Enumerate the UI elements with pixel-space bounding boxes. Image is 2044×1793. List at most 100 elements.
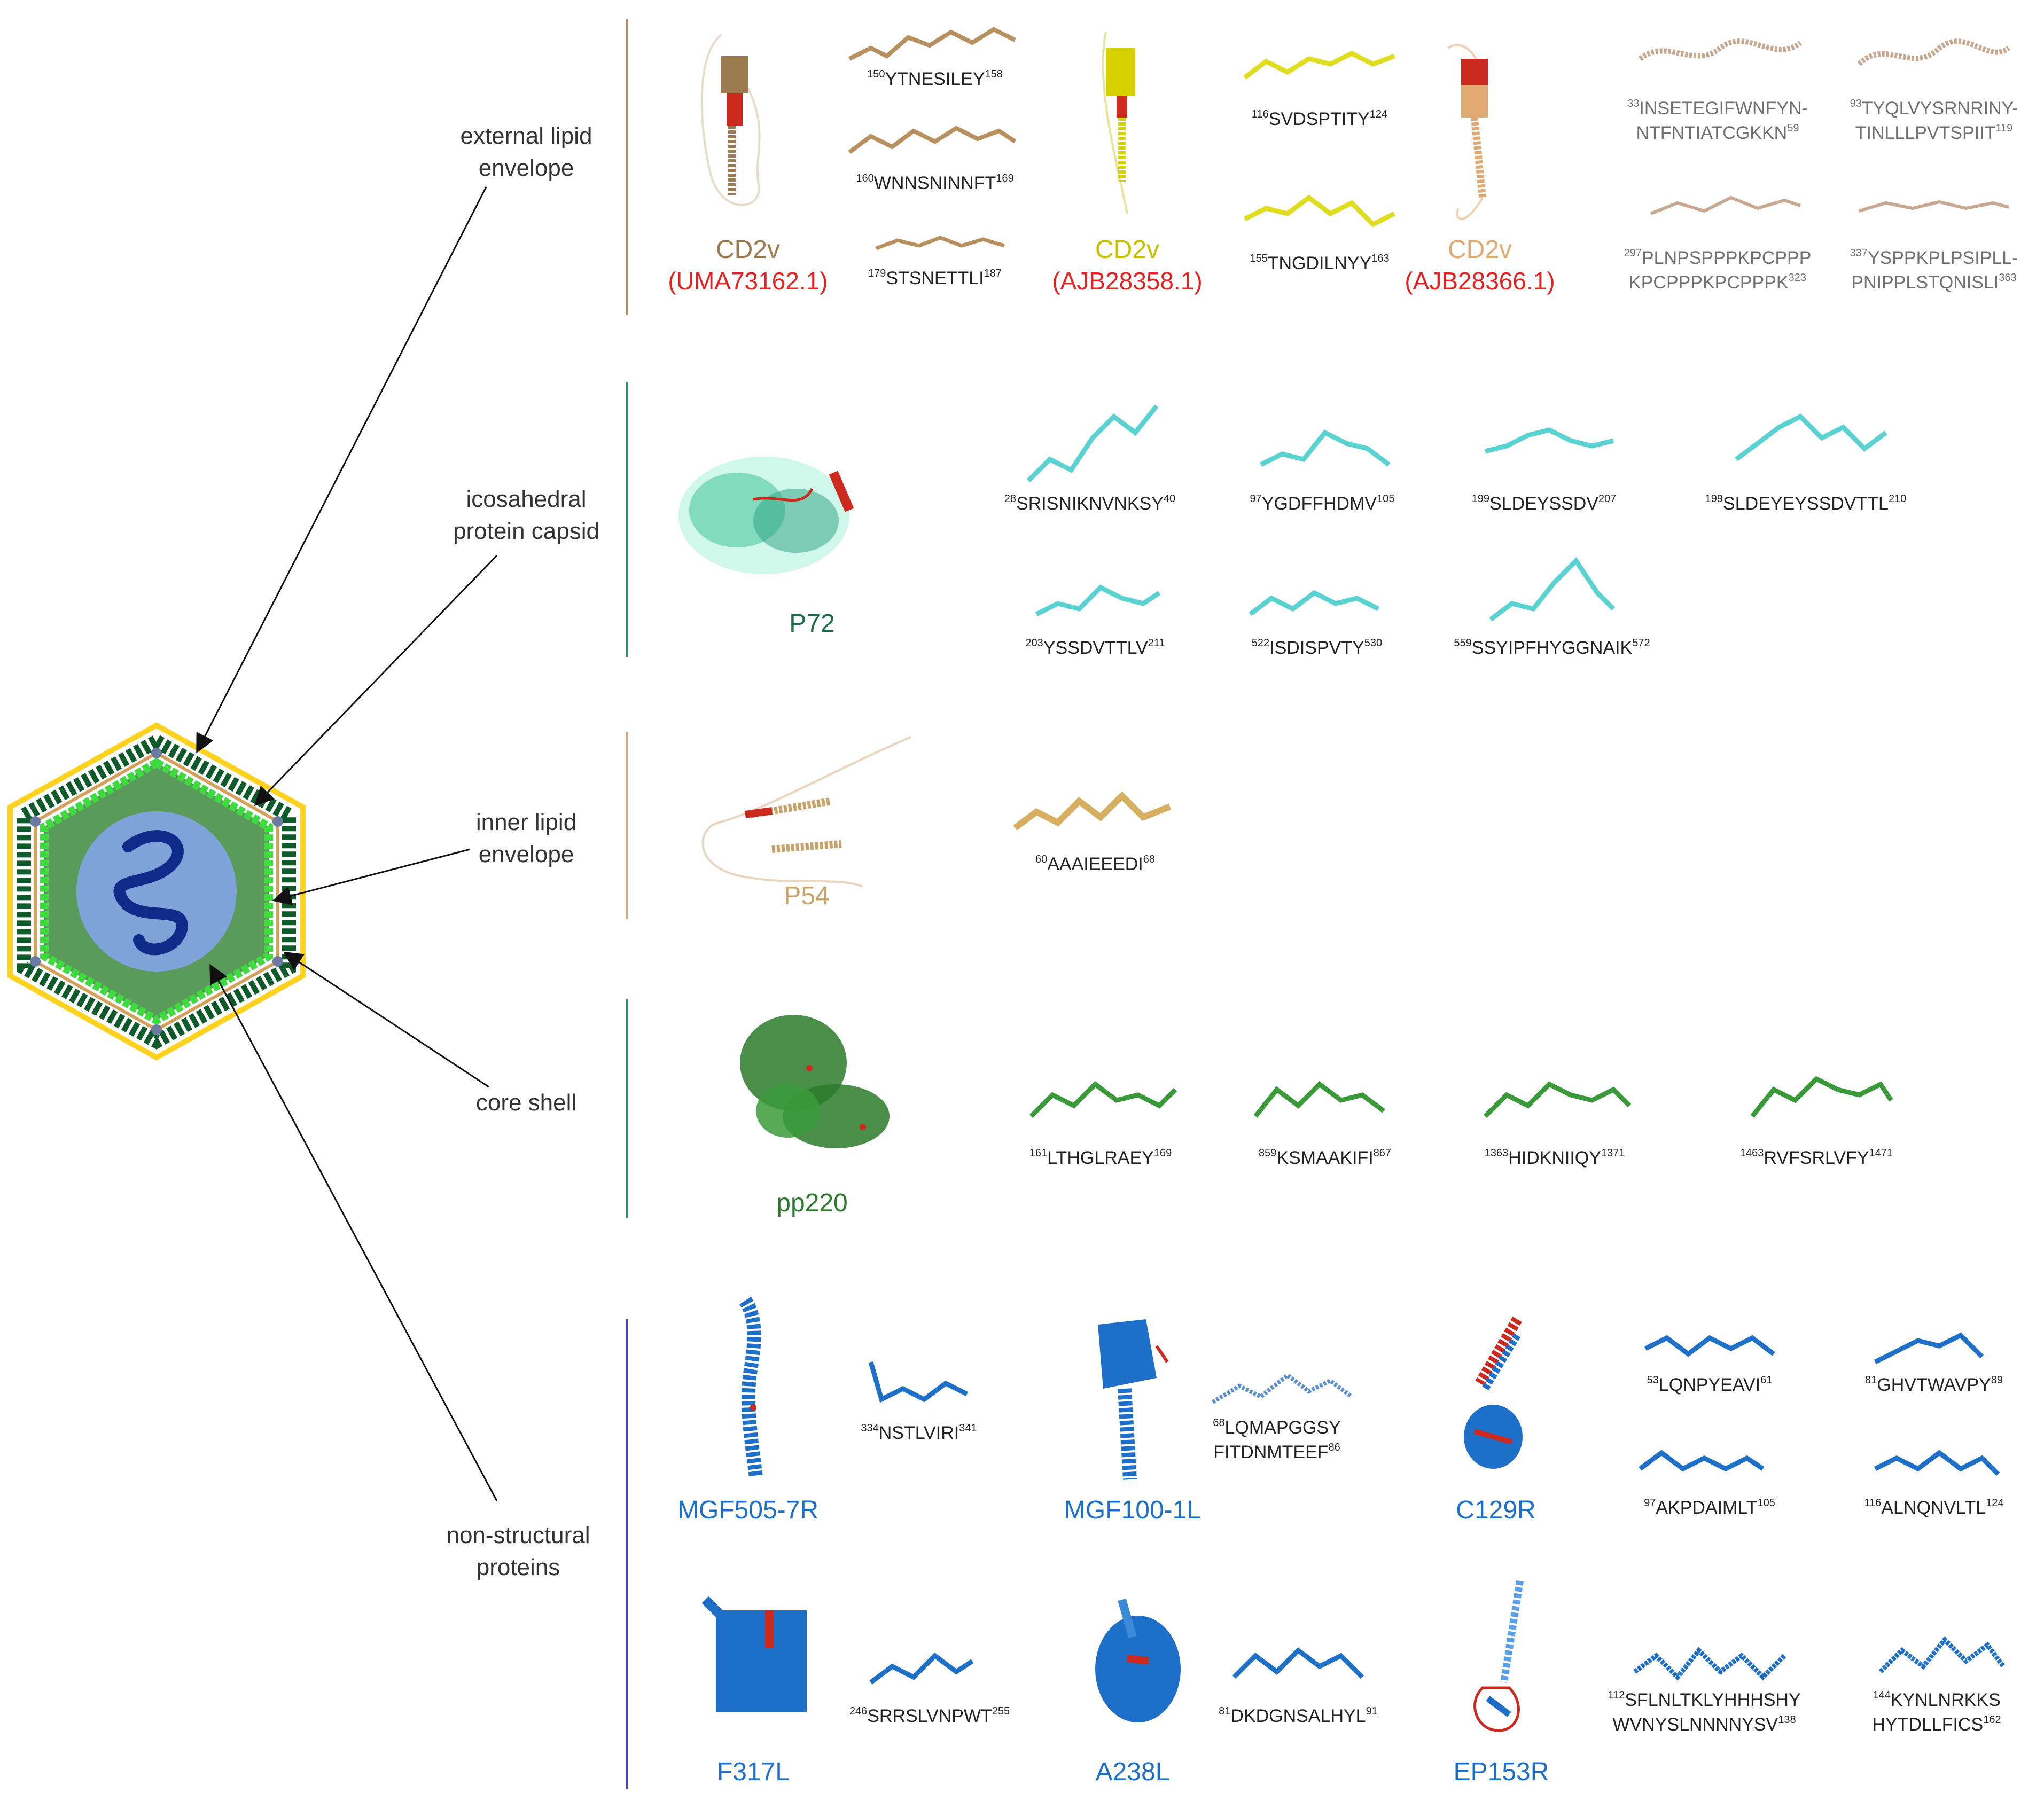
peptide-stick-model	[848, 27, 1016, 61]
protein-name-mgf100-1l: MGF100-1L	[1064, 1496, 1202, 1524]
peptide-stick-model	[1259, 429, 1391, 467]
peptide-stick-model	[1243, 194, 1396, 228]
c129r-structure	[1464, 1316, 1523, 1469]
peptide-stick-model	[1735, 413, 1887, 461]
vertex-dot	[30, 956, 41, 967]
peptide-label: 203YSSDVTTLV211	[1025, 637, 1165, 658]
peptide-label: 33INSETEGIFWNFYN-NTFNTIATCGKKN59	[1627, 98, 1808, 143]
f317l-structure	[701, 1596, 807, 1712]
protein-name-cd2v: CD2v	[715, 236, 781, 264]
peptide-label: 116SVDSPTITY124	[1251, 108, 1388, 129]
nucleoid	[76, 811, 237, 972]
peptide-label: 859KSMAAKIFI867	[1258, 1147, 1392, 1168]
peptide-stick-model	[1874, 1332, 1984, 1365]
peptide-stick-model	[1013, 791, 1172, 831]
protein-name-cd2v: CD2v	[1095, 236, 1160, 264]
p72-structure	[678, 457, 854, 574]
arrow-external-envelope	[196, 186, 487, 754]
peptide-label: 522ISDISPVTY530	[1251, 637, 1383, 658]
accession-ajb28358: (AJB28358.1)	[1052, 267, 1203, 295]
peptide-stick-model	[1249, 590, 1380, 616]
mgf505-7r-structure	[739, 1296, 763, 1478]
peptide-label: 97YGDFFHDMV105	[1250, 493, 1395, 514]
protein-name-ep153r: EP153R	[1453, 1758, 1549, 1786]
divider-core-shell	[626, 999, 628, 1218]
peptide-stick-model	[875, 236, 1005, 250]
peptide-stick-model	[1489, 557, 1616, 622]
pp220-structure	[740, 1015, 890, 1148]
peptide-label: 116ALNQNVLTL124	[1864, 1497, 2004, 1518]
peptide-label: 81DKDGNSALHYL91	[1219, 1705, 1378, 1726]
capsid-hexagon	[17, 733, 296, 1050]
peptide-stick-model	[848, 126, 1017, 154]
peptide-stick-model	[1857, 38, 2010, 66]
arrow-nonstructural	[209, 964, 498, 1501]
mgf100-1l-structure	[1098, 1319, 1169, 1480]
peptide-label: 53LQNPYEAVI61	[1647, 1374, 1773, 1395]
peptide-stick-model	[1029, 1081, 1177, 1118]
peptide-stick-model	[1638, 38, 1803, 61]
protein-name-mgf505-7r: MGF505-7R	[677, 1496, 819, 1524]
peptide-stick-model	[1026, 404, 1159, 483]
arrow-core-shell	[283, 951, 489, 1088]
divider-inner-envelope	[626, 732, 628, 919]
peptide-label: 334NSTLVIRI341	[861, 1422, 977, 1443]
divider-external-envelope	[626, 19, 628, 315]
peptide-label: 246SRRSLVNPWT255	[849, 1705, 1010, 1726]
peptide-label: 60AAAIEEEDI68	[1035, 854, 1155, 874]
peptide-stick-model	[868, 1361, 969, 1403]
peptide-stick-model	[869, 1653, 974, 1685]
accession-ajb28366: (AJB28366.1)	[1405, 267, 1555, 295]
cd2v-structure	[1102, 32, 1135, 214]
vertex-dot	[151, 748, 162, 758]
p54-structure	[701, 736, 911, 888]
peptide-stick-model	[1859, 200, 2009, 213]
virion-schematic	[7, 722, 306, 1061]
accession-uma73162: (UMA73162.1)	[668, 267, 828, 295]
vertex-dot	[30, 816, 41, 827]
peptide-label: 1463RVFSRLVFY1471	[1739, 1147, 1893, 1168]
layer-label-nonstructural: non-structural proteins	[446, 1522, 590, 1580]
peptide-stick-model	[1035, 584, 1161, 617]
vertex-dot	[272, 956, 283, 967]
layer-label-core-shell: core shell	[475, 1090, 577, 1116]
peptide-stick-model	[1874, 1450, 2000, 1476]
peptide-label: 161LTHGLRAEY169	[1029, 1147, 1172, 1168]
dna-coil	[113, 830, 188, 956]
peptide-stick-model	[1483, 1081, 1632, 1118]
vertex-dot	[151, 1024, 162, 1035]
peptide-label: 93TYQLVYSRNRINY-TINLLLPVTSPIIT119	[1850, 98, 2018, 143]
layer-label-external-envelope: external lipid envelope	[460, 123, 592, 181]
peptide-stick-model	[1232, 1647, 1364, 1679]
peptide-label: 81GHVTWAVPY89	[1865, 1374, 2003, 1395]
arrow-inner-envelope	[272, 848, 471, 905]
layer-label-inner-envelope: inner lipid envelope	[475, 809, 577, 867]
peptide-label: 160WNNSNINNFT169	[856, 173, 1014, 193]
peptide-stick-model	[1484, 427, 1614, 454]
protein-name-f317l: F317L	[716, 1758, 790, 1786]
peptide-stick-model	[1633, 1647, 1786, 1681]
peptide-stick-model	[1253, 1081, 1385, 1118]
peptide-label: 28SRISNIKNVNKSY40	[1004, 493, 1176, 514]
ep153r-structure	[1473, 1580, 1524, 1732]
peptide-stick-model	[1750, 1076, 1893, 1118]
peptide-stick-model	[1644, 1335, 1775, 1357]
peptide-label: 199SLDEYEYSSDVTTL210	[1705, 493, 1907, 514]
divider-nonstructural	[626, 1319, 628, 1789]
protein-name-p54: P54	[784, 882, 830, 910]
connector-lines	[196, 186, 498, 1501]
peptide-label: 97AKPDAIMLT105	[1644, 1497, 1775, 1518]
a238l-structure	[1095, 1598, 1181, 1722]
protein-name-c129r: C129R	[1456, 1496, 1536, 1524]
cd2v-structure	[1447, 44, 1488, 220]
protein-name-a238l: A238L	[1095, 1758, 1170, 1786]
peptide-stick-model	[1211, 1372, 1353, 1404]
peptide-label: 155TNGDILNYY163	[1250, 253, 1390, 273]
divider-capsid	[626, 382, 628, 657]
protein-name-cd2v: CD2v	[1447, 236, 1512, 264]
